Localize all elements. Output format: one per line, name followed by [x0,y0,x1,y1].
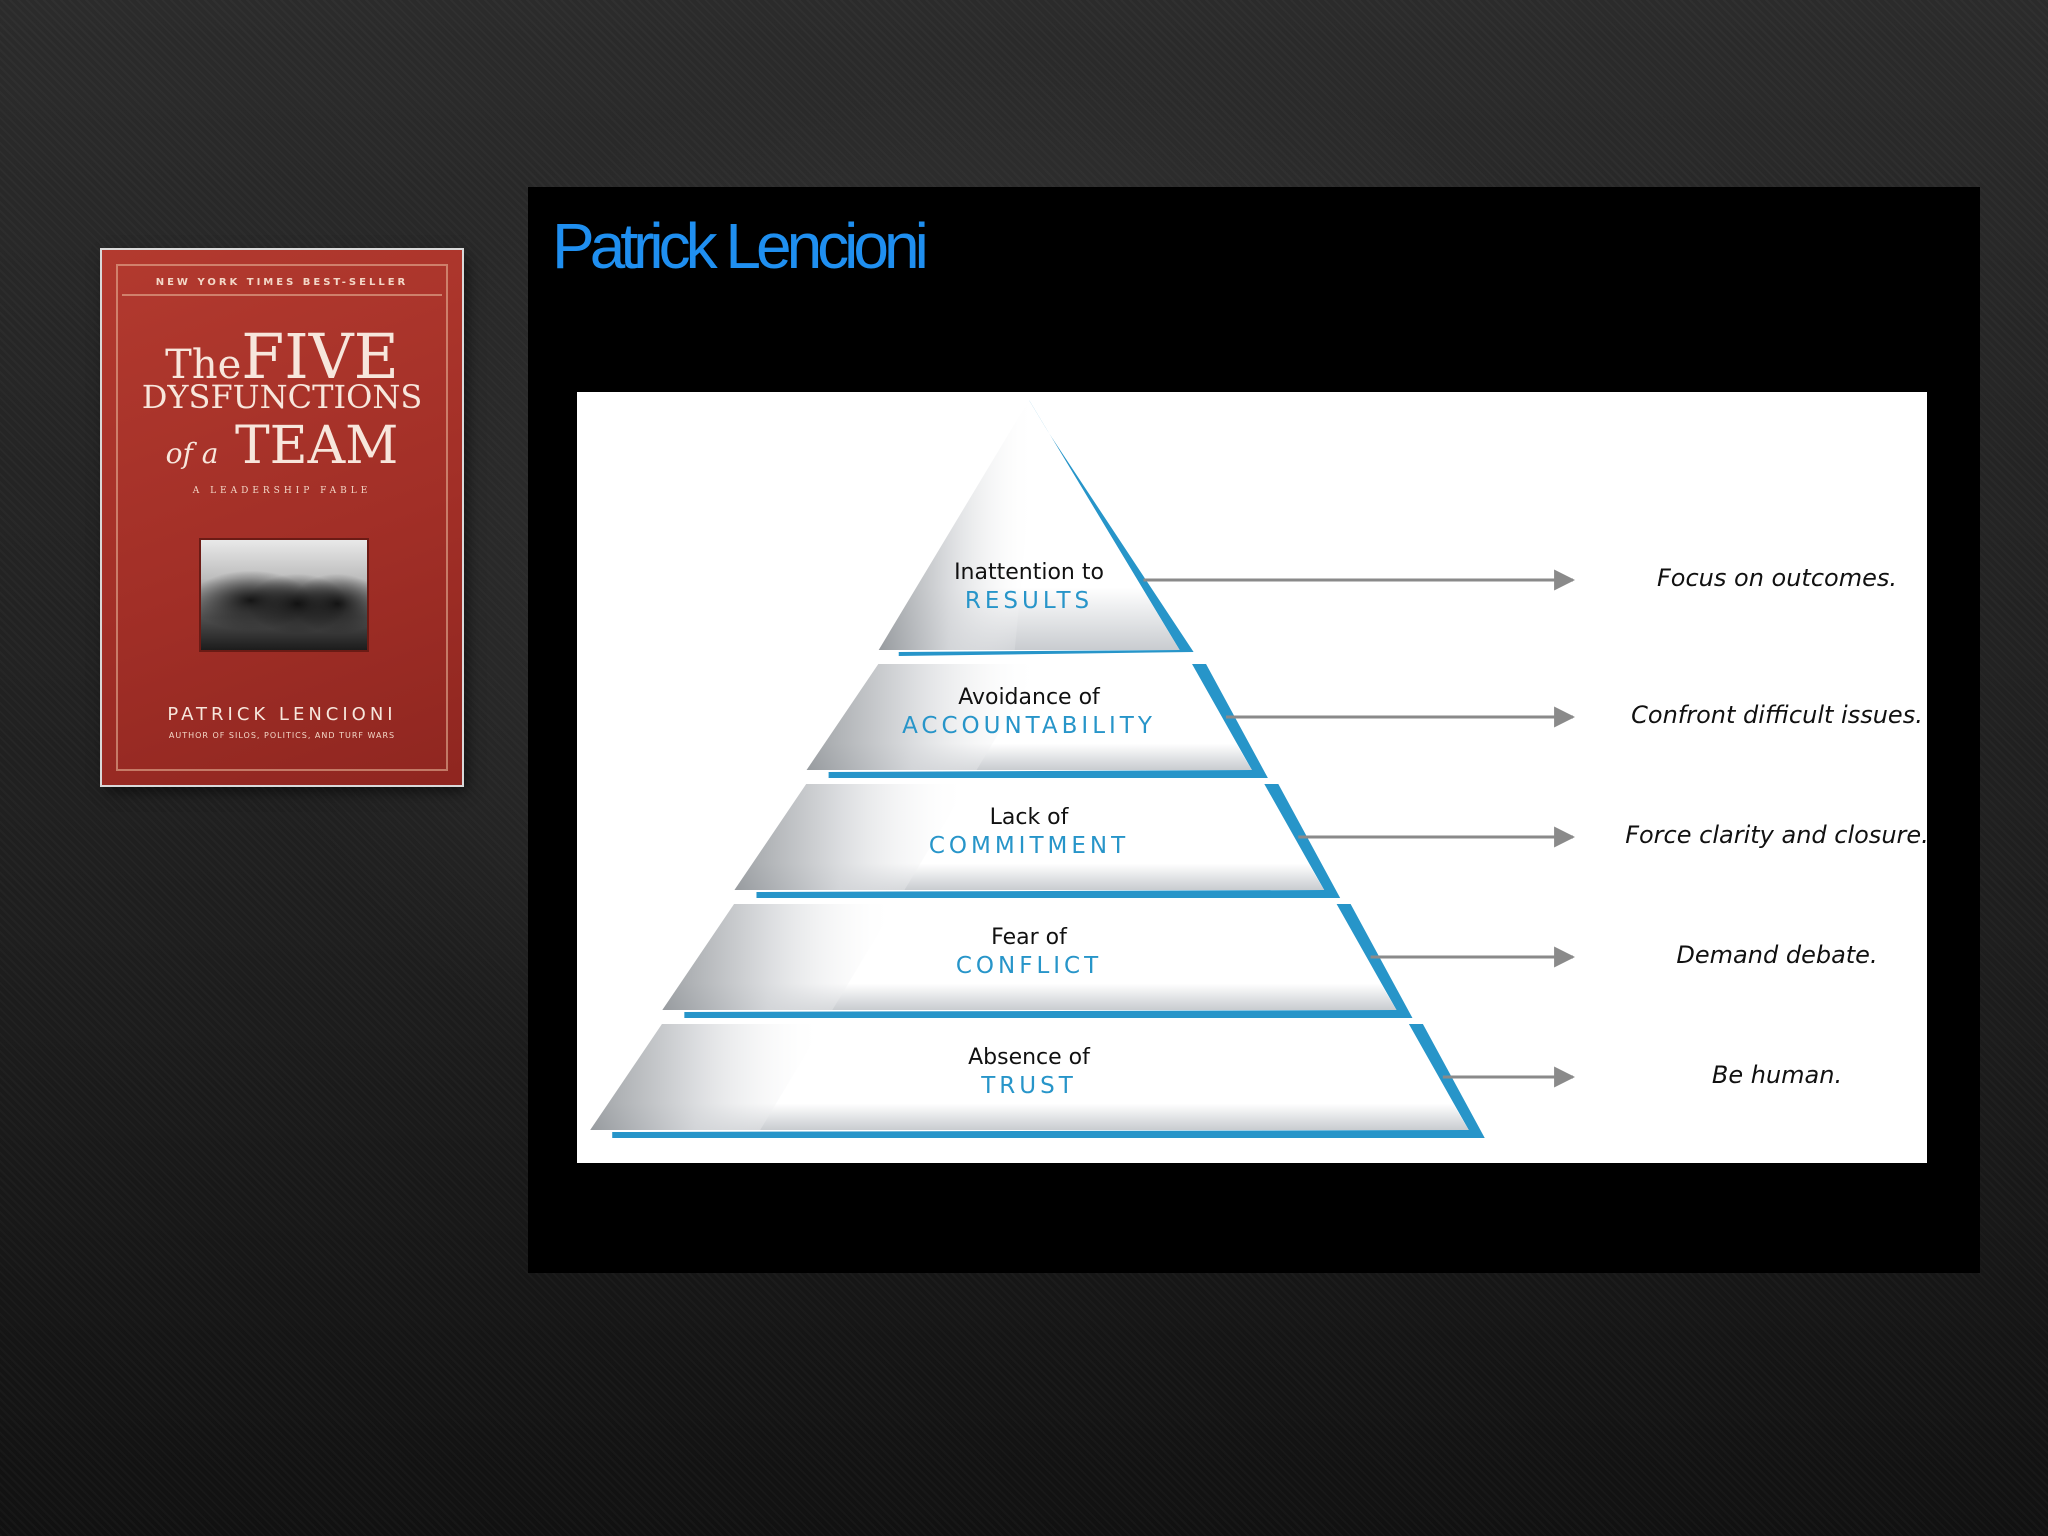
pyramid-layer-shading [734,784,969,890]
pyramid-layer-label-1: Inattention to RESULTS [849,562,1209,613]
pyramid-layer-prefix: Absence of [968,1045,1090,1070]
pyramid-svg [590,400,1576,1138]
book-title-the: The [165,342,242,388]
pyramid-remedy-4: Demand debate. [1676,941,1878,969]
book-title-of-a: of a [165,437,219,470]
pyramid-remedy-5: Be human. [1711,1061,1843,1089]
pyramid-layer-prefix: Fear of [991,925,1067,950]
pyramid-layer-keyword: ACCOUNTABILITY [902,713,1156,739]
pyramid-layer-shading [662,904,897,1010]
slide-title: Patrick Lencioni [552,210,929,282]
book-cover-photo [199,538,369,652]
book-title-line-1: TheFIVE [102,320,462,393]
pyramid-layer-face [590,1024,1469,1130]
pyramid-layer-label-3: Lack of COMMITMENT [849,807,1209,858]
pyramid-layer-prefix: Inattention to [954,560,1104,585]
pyramid-layer-prefix: Avoidance of [958,685,1100,710]
pyramid-layer-shading [878,400,1035,650]
book-frame [116,264,448,771]
slide-panel: Patrick Lencioni Inatte [528,187,1980,1273]
book-subtitle: A LEADERSHIP FABLE [192,486,372,496]
book-title-line-3: of a TEAM [102,416,462,476]
pyramid-remedy-3: Force clarity and closure. [1625,821,1927,849]
book-title-team: TEAM [234,416,399,476]
pyramid-remedy-2: Confront difficult issues. [1631,701,1923,729]
pyramid-layer-1 [878,400,1194,656]
pyramid-layer-2 [806,664,1268,778]
pyramid-layer-3 [734,784,1341,898]
pyramid-layer-keyword: TRUST [981,1073,1077,1099]
pyramid-layer-shading [806,664,1041,770]
pyramid-layer-label-2: Avoidance of ACCOUNTABILITY [849,687,1209,738]
book-title-dysfunctions: DYSFUNCTIONS [141,378,423,416]
pyramid-layer-prefix: Lack of [989,805,1069,830]
pyramid-diagram: Inattention to RESULTS Focus on outcomes. A… [577,392,1927,1163]
book-bestseller-banner: NEW YORK TIMES BEST-SELLER [155,277,409,288]
book-title-five: FIVE [241,320,399,393]
book-author: PATRICK LENCIONI [167,704,397,725]
pyramid-layer-label-4: Fear of CONFLICT [849,927,1209,978]
pyramid-layer-keyword: CONFLICT [955,953,1103,979]
book-cover: NEW YORK TIMES BEST-SELLER TheFIVE DYSFU… [102,250,462,785]
pyramid-layer-4 [662,904,1413,1018]
pyramid-layer-5 [590,1024,1485,1138]
pyramid-remedy-1: Focus on outcomes. [1656,564,1897,592]
pyramid-layer-keyword: COMMITMENT [928,833,1130,859]
pyramid-layer-edge [756,784,1341,898]
book-author-note: AUTHOR OF SILOS, POLITICS, AND TURF WARS [168,731,396,740]
pyramid-layer-keyword: RESULTS [964,588,1094,614]
book-divider [122,294,442,296]
pyramid-layer-shading [590,1024,824,1130]
pyramid-layer-label-5: Absence of TRUST [849,1047,1209,1098]
